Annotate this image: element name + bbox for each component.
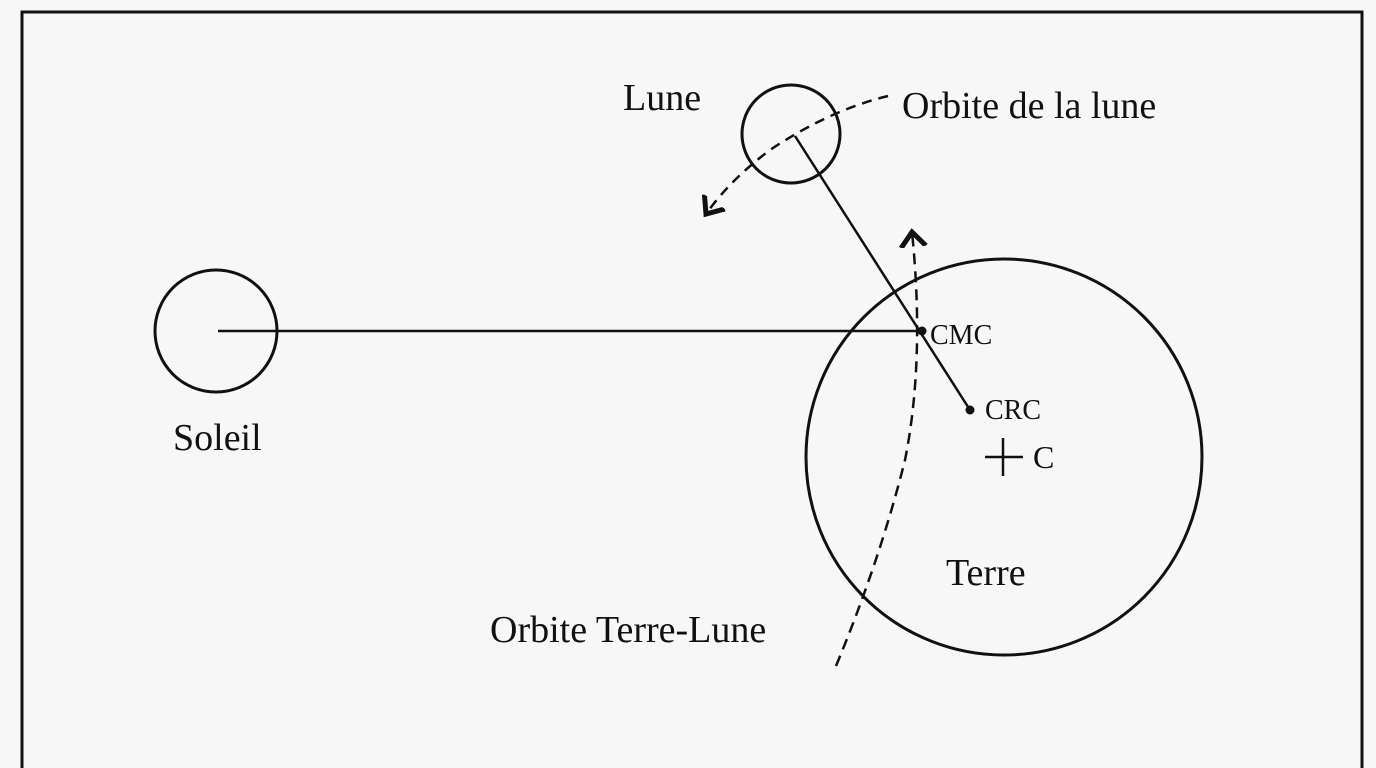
earth-label: Terre xyxy=(946,552,1026,594)
earth-moon-orbit-label: Orbite Terre-Lune xyxy=(490,609,766,651)
moon-label: Lune xyxy=(623,77,701,119)
crc-dot xyxy=(965,405,975,415)
earth-circle xyxy=(804,257,1204,657)
sun-label: Soleil xyxy=(173,417,262,459)
center-cross xyxy=(985,438,1023,476)
moon-orbit-label: Orbite de la lune xyxy=(902,85,1156,127)
earth-moon-orbit-arrow xyxy=(834,232,917,667)
cmc-dot xyxy=(917,326,927,336)
crc-label: CRC xyxy=(985,395,1041,426)
moon-orbit-arrow xyxy=(706,94,889,214)
moon-crc-line xyxy=(793,135,972,411)
cmc-label: CMC xyxy=(930,320,992,351)
moon-circle xyxy=(740,83,842,185)
frame-border xyxy=(20,10,1364,768)
center-label: C xyxy=(1033,439,1054,475)
